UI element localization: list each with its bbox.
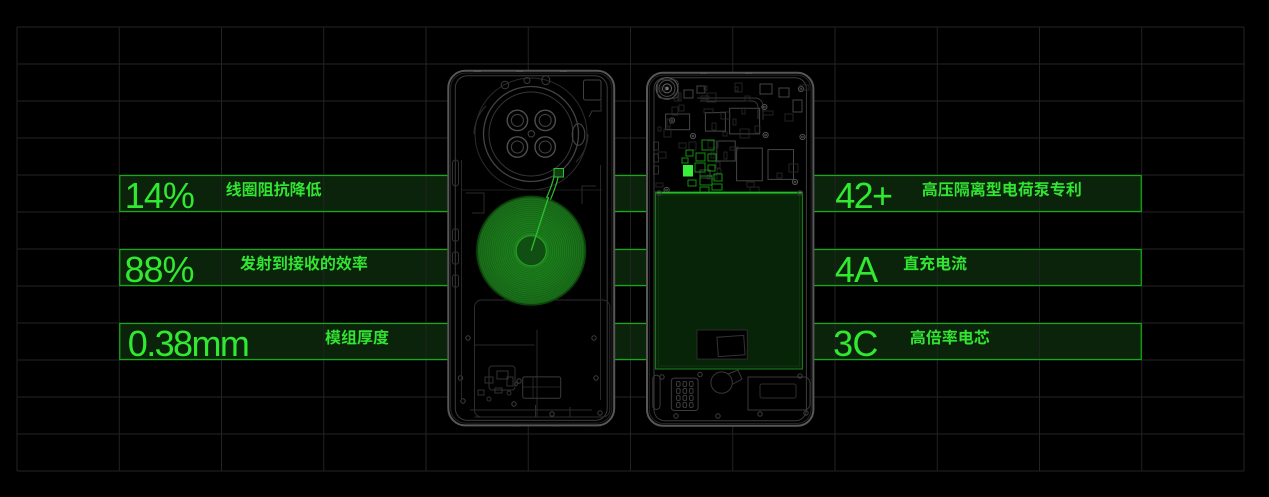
svg-text:4A: 4A (835, 249, 878, 290)
svg-text:3C: 3C (833, 323, 877, 364)
svg-text:0.38mm: 0.38mm (128, 323, 248, 364)
svg-text:14%: 14% (125, 175, 194, 216)
svg-text:88%: 88% (125, 249, 194, 290)
svg-text:42+: 42+ (835, 175, 892, 216)
